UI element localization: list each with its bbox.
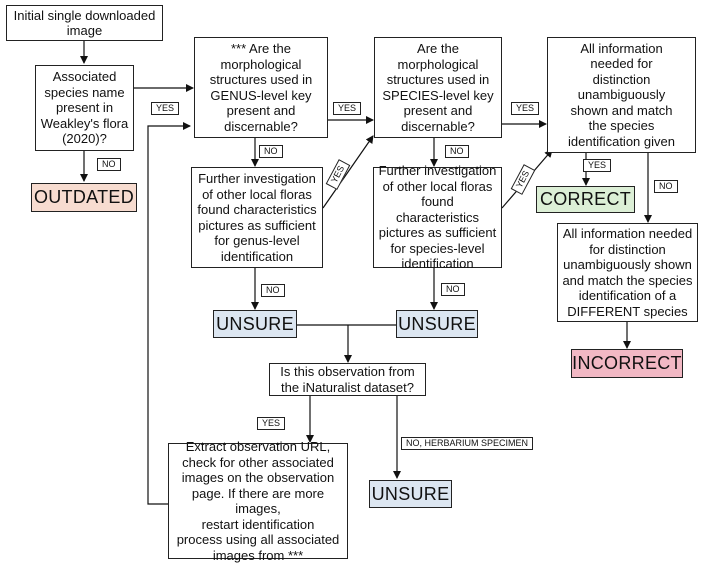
label-no-species-further: NO <box>441 283 465 296</box>
extract-url-box: Extract observation URL, check for other… <box>168 439 348 563</box>
outcome-outdated: OUTDATED <box>31 183 137 212</box>
label-yes-allinfo: YES <box>583 159 612 172</box>
outcome-unsure-genus: UNSURE <box>213 310 297 338</box>
weakley-question-box: Associated species name present in Weakl… <box>35 65 134 151</box>
label-no-species: NO <box>445 145 469 158</box>
species-question-box: Are the morphological structures used in… <box>374 37 502 138</box>
genus-question-box: *** Are the morphological structures use… <box>194 37 328 138</box>
different-species-box: All information needed for distinction u… <box>557 223 698 322</box>
label-yes-genus: YES <box>333 102 362 115</box>
label-no-genus: NO <box>259 145 283 158</box>
start-box: Initial single downloaded image <box>6 5 163 41</box>
label-yes-inaturalist: YES <box>257 417 286 430</box>
label-yes-genus-further: YES <box>325 159 351 190</box>
label-yes-species: YES <box>511 102 540 115</box>
outcome-correct: CORRECT <box>536 186 635 213</box>
label-no-herbarium: NO, HERBARIUM SPECIMEN <box>401 437 534 450</box>
species-further-investigation-box: Further investigation of other local flo… <box>373 163 502 271</box>
label-yes-species-further: YES <box>510 164 536 195</box>
outcome-incorrect: INCORRECT <box>571 349 683 378</box>
label-no-allinfo: NO <box>654 180 678 193</box>
all-info-question-box: All information needed for distinction u… <box>547 37 696 153</box>
label-no-weakley: NO <box>97 158 121 171</box>
inaturalist-question-box: Is this observation from the iNaturalist… <box>269 363 426 396</box>
label-yes-weakley: YES <box>151 102 180 115</box>
genus-further-investigation-box: Further investigation of other local flo… <box>191 167 323 268</box>
outcome-unsure-species: UNSURE <box>396 310 478 338</box>
outcome-unsure-herbarium: UNSURE <box>369 480 452 508</box>
label-no-genus-further: NO <box>261 284 285 297</box>
